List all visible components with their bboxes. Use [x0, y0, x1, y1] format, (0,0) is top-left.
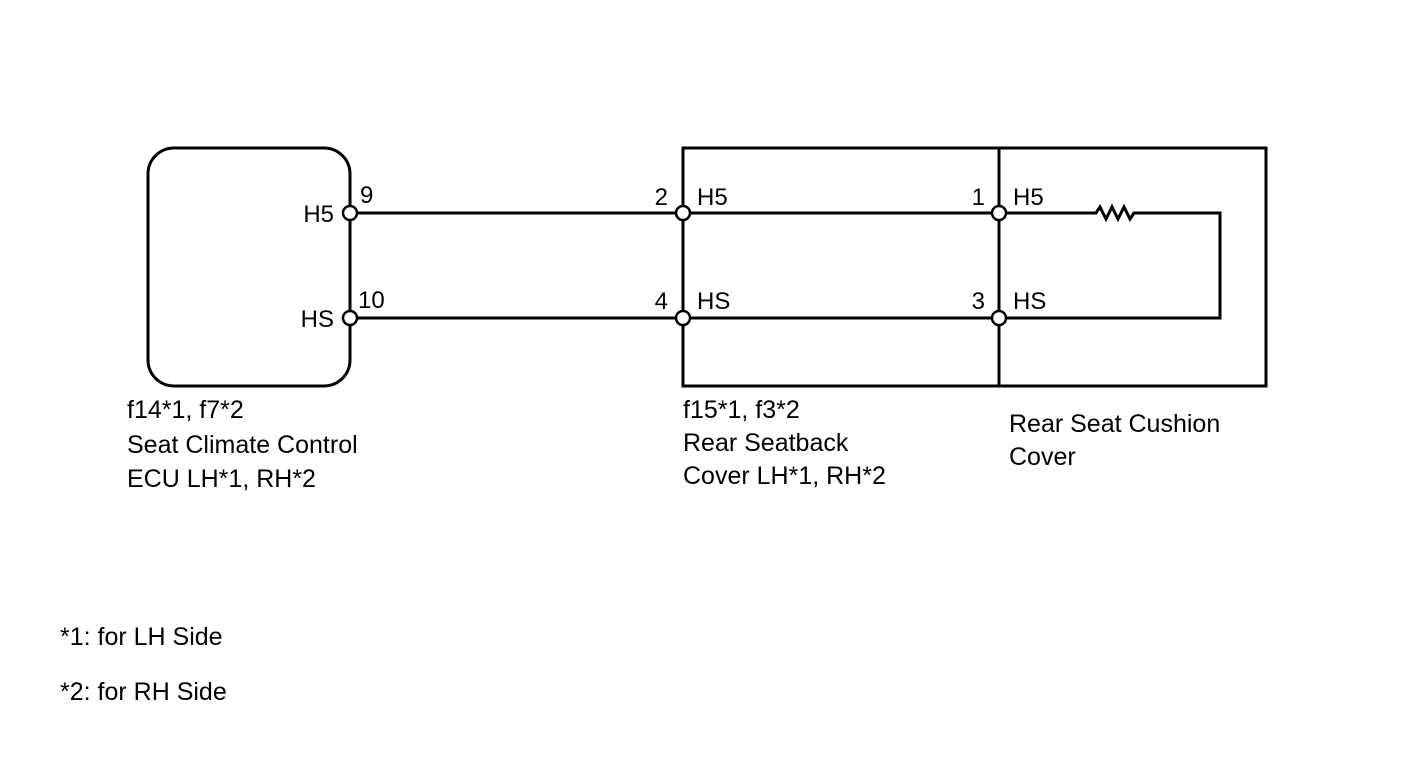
- cushion-signal-label: HS: [1013, 288, 1046, 315]
- seatback-connector-code: f15*1, f3*2: [683, 396, 800, 424]
- seatback-terminal-4: [674, 309, 692, 327]
- ecu-connector-code: f14*1, f7*2: [127, 396, 244, 424]
- cushion-name-line1: Rear Seat Cushion: [1009, 410, 1220, 438]
- ecu-name-line1: Seat Climate Control: [127, 431, 358, 459]
- ecu-outline: [146, 146, 352, 388]
- cushion-terminal-3: [990, 309, 1008, 327]
- seatback-name-line1: Rear Seatback: [683, 429, 849, 457]
- seatback-terminal-2: [674, 204, 692, 222]
- seatback-signal-label: HS: [697, 288, 730, 315]
- cushion-pin-number: 1: [972, 184, 985, 211]
- ecu-terminal-9: [341, 204, 359, 222]
- footnote-lh: *1: for LH Side: [60, 623, 223, 651]
- cushion-name-line2: Cover: [1009, 443, 1076, 471]
- ecu-signal-label: HS: [301, 306, 334, 333]
- ecu-signal-label: H5: [303, 201, 334, 228]
- cushion-terminal-1: [990, 204, 1008, 222]
- footnote-rh: *2: for RH Side: [60, 678, 227, 706]
- seatback-signal-label: H5: [697, 184, 728, 211]
- seatback-name-line2: Cover LH*1, RH*2: [683, 462, 886, 490]
- ecu-name-line2: ECU LH*1, RH*2: [127, 465, 316, 493]
- seatback-pin-number: 2: [655, 184, 668, 211]
- cushion-signal-label: H5: [1013, 184, 1044, 211]
- ecu-pin-number: 10: [358, 287, 385, 314]
- cover-outline: [681, 146, 1268, 388]
- cushion-pin-number: 3: [972, 288, 985, 315]
- seatback-pin-number: 4: [655, 288, 668, 315]
- ecu-terminal-10: [341, 309, 359, 327]
- heater-element: [999, 203, 1222, 320]
- ecu-pin-number: 9: [360, 182, 373, 209]
